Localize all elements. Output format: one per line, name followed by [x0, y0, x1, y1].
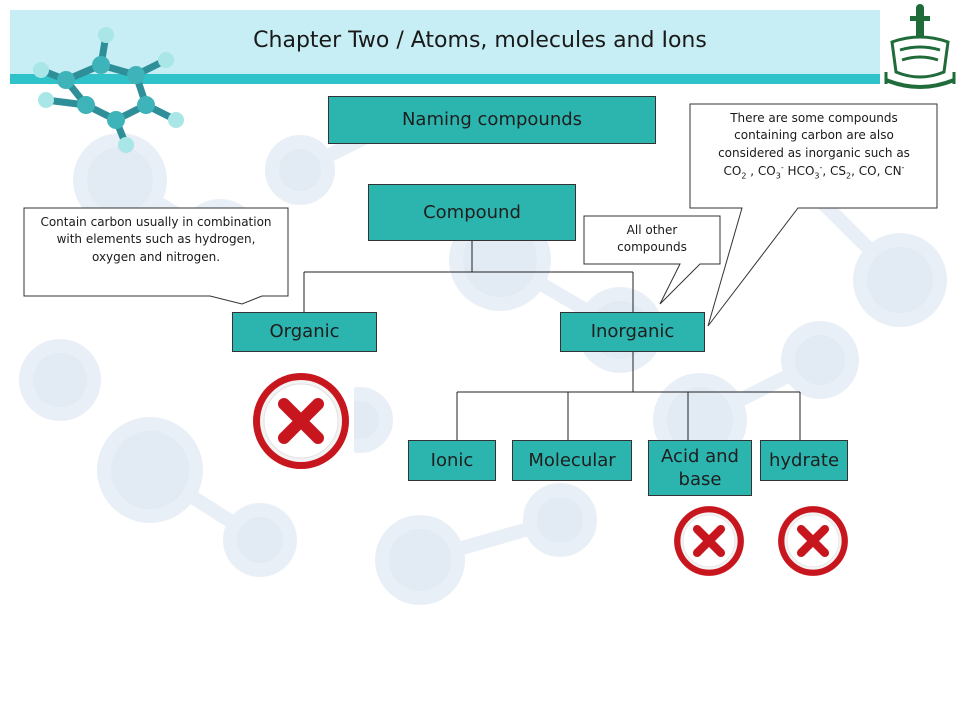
node-inorganic: Inorganic: [560, 312, 705, 352]
node-organic: Organic: [232, 312, 377, 352]
node-molecular: Molecular: [512, 440, 632, 481]
slide-title: Chapter Two / Atoms, molecules and Ions: [253, 28, 707, 53]
x-mark-acid-base-icon: [674, 506, 744, 576]
callout-carbon-prefix: There are some compounds containing carb…: [718, 111, 910, 160]
node-hydrate: hydrate: [760, 440, 848, 481]
callout-organic-text: Contain carbon usually in combination wi…: [40, 215, 272, 264]
callout-organic-shape: [23, 207, 289, 305]
title-strip: [10, 74, 880, 84]
molecule-graphic: [33, 27, 184, 153]
x-mark-organic-icon: [248, 368, 354, 474]
x-mark-hydrate-icon: [778, 506, 848, 576]
callout-carbon-formulas: CO2 , CO3- HCO3-, CS2, CO, CN-: [723, 163, 905, 181]
university-logo: [884, 4, 956, 89]
node-ionic: Ionic: [408, 440, 496, 481]
callout-other-text: All other compounds: [617, 223, 687, 255]
node-compound: Compound: [368, 184, 576, 241]
callout-carbon-shape: [689, 103, 938, 327]
node-naming-compounds: Naming compounds: [328, 96, 656, 144]
callout-carbon-text: There are some compounds containing carb…: [700, 110, 928, 182]
node-acid-and-base: Acid and base: [648, 440, 752, 496]
callout-other-shape: [583, 215, 721, 305]
